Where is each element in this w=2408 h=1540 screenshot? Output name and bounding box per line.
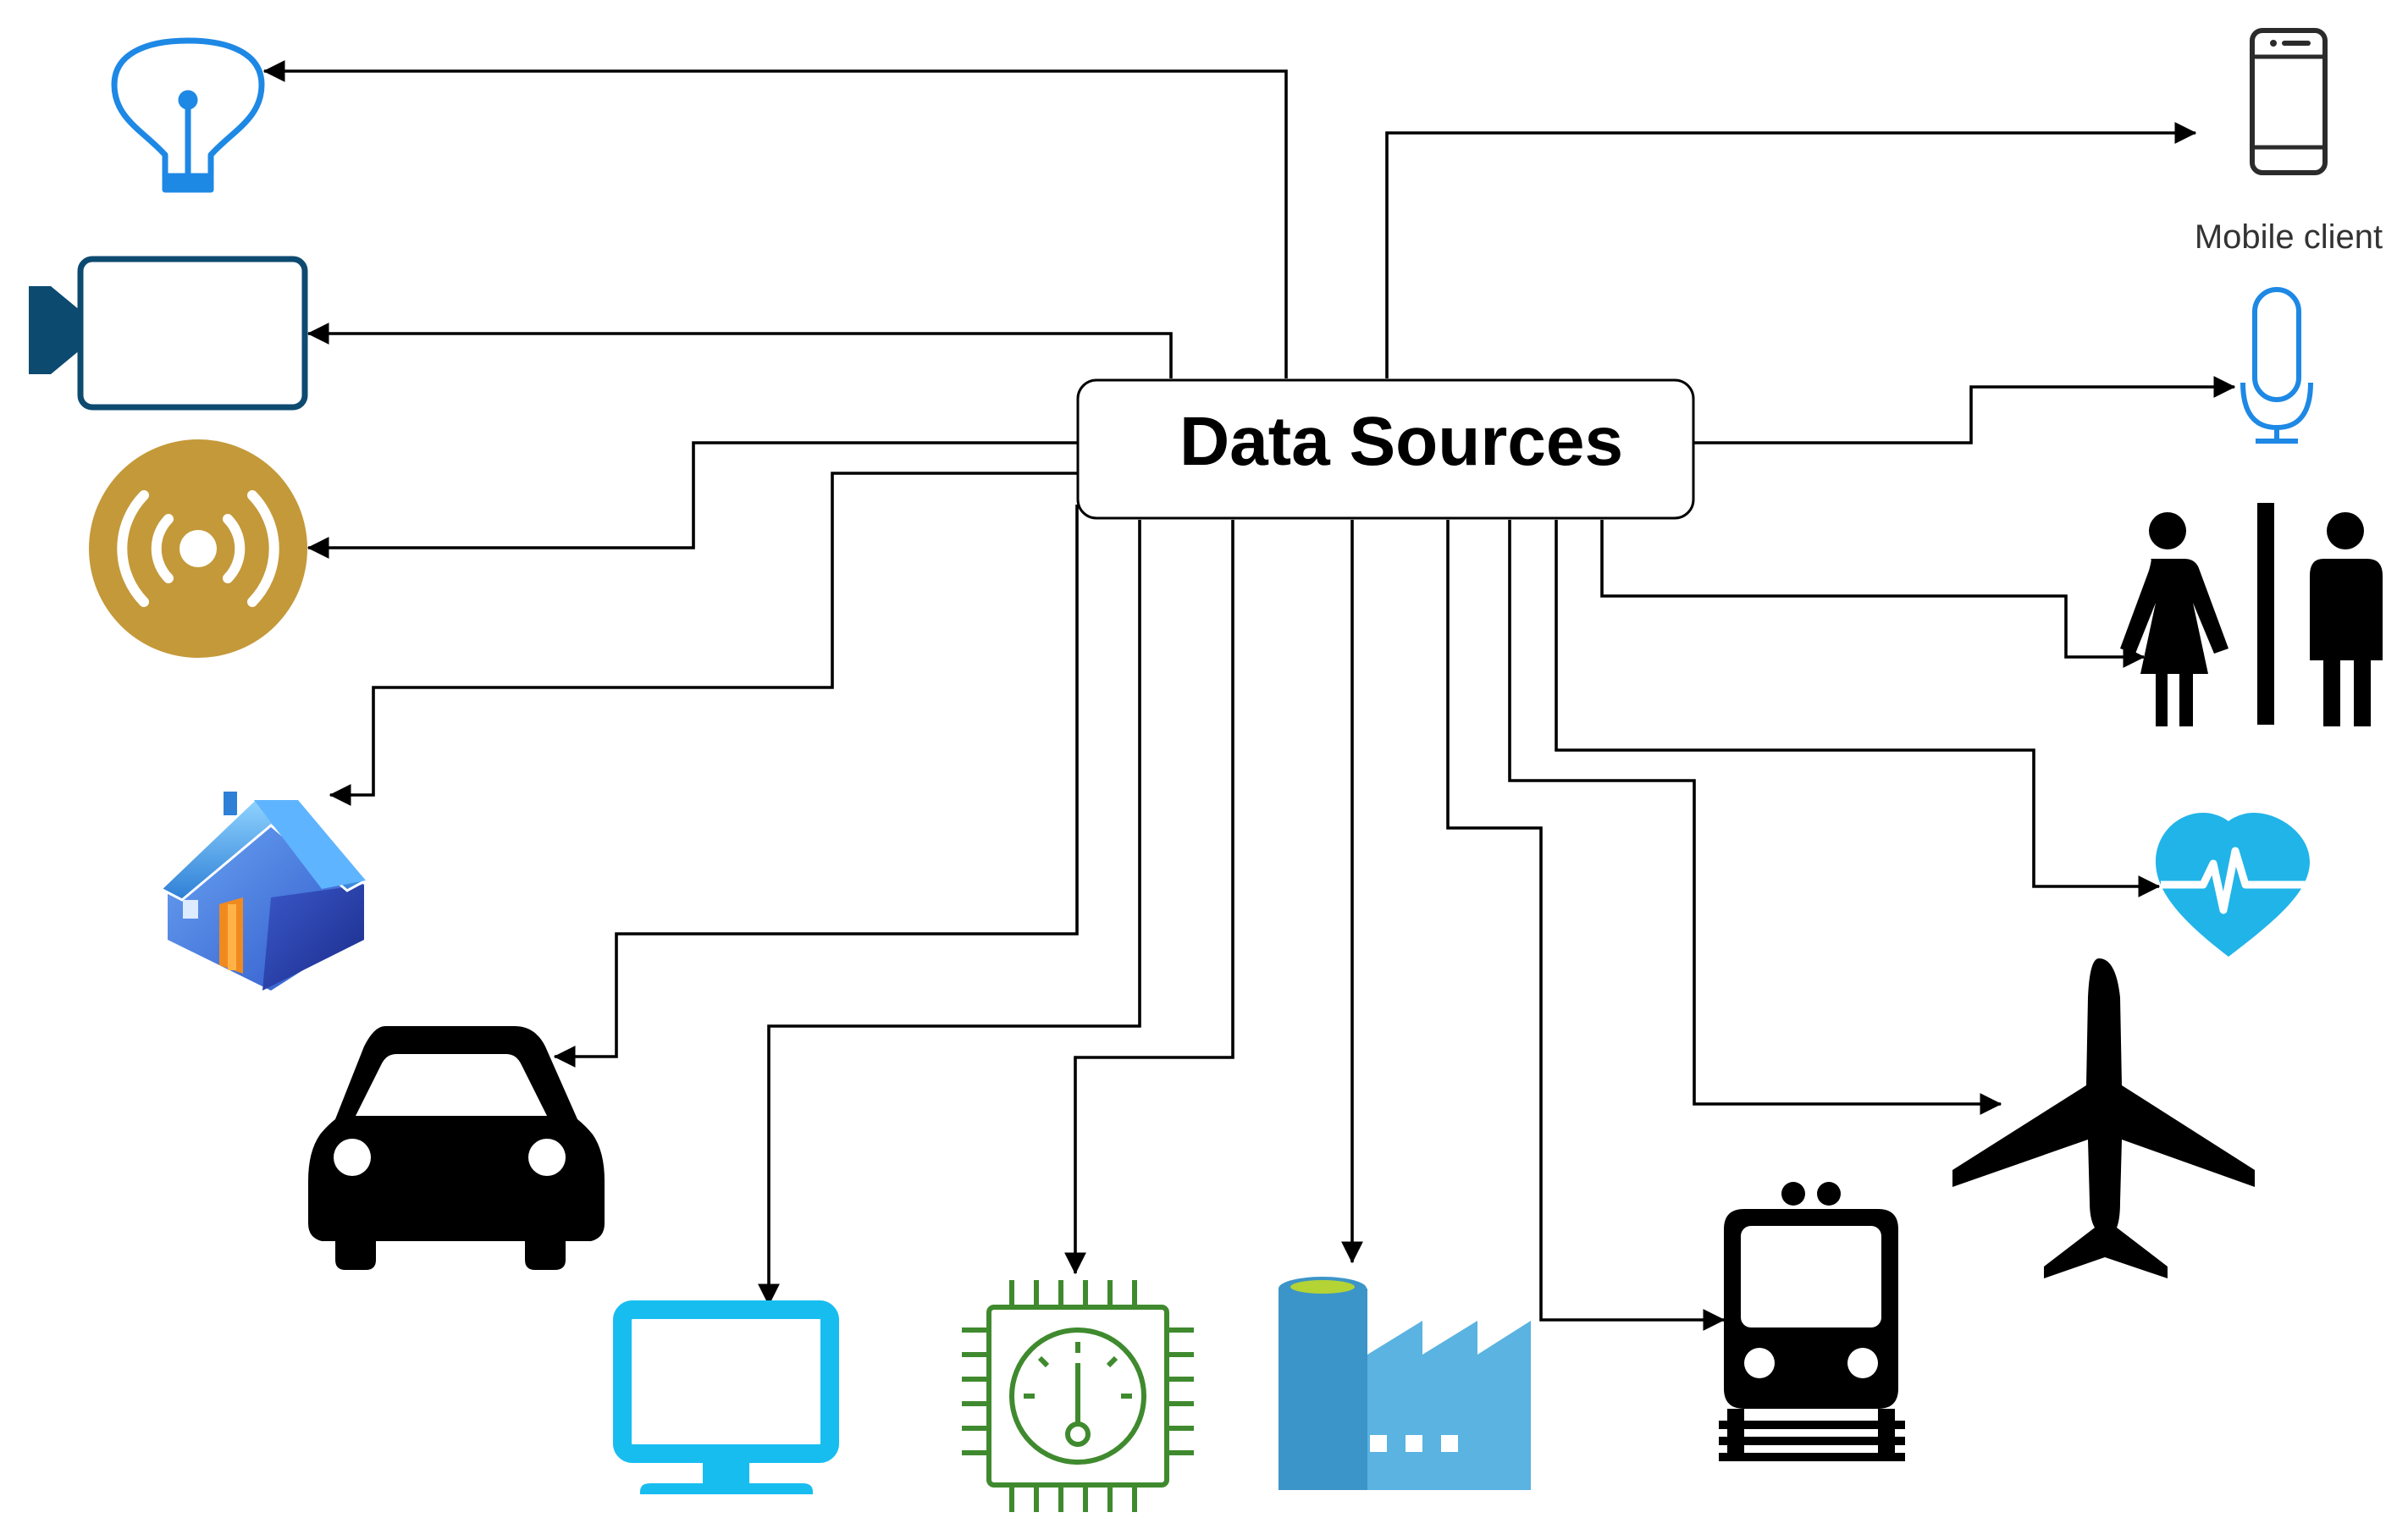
- radio-signal-icon: [89, 439, 307, 658]
- monitor-icon: [613, 1300, 839, 1494]
- connector-plane: [1508, 520, 2002, 1115]
- connector-mobile: [1385, 122, 2197, 378]
- connector-sensor: [307, 441, 1077, 559]
- smart-home-icon: [158, 792, 368, 991]
- train-icon: [1719, 1182, 1905, 1461]
- car-icon: [308, 1026, 605, 1270]
- factory-icon: [1279, 1277, 1531, 1490]
- connector-bulb: [262, 60, 1288, 378]
- connector-home: [329, 472, 1077, 806]
- lightbulb-icon: [111, 37, 265, 193]
- microphone-icon: [2240, 287, 2313, 444]
- connector-mic: [1694, 376, 2236, 444]
- hub-label: Data Sources: [1179, 403, 1623, 480]
- restroom-icon: [2120, 503, 2383, 726]
- connector-car: [553, 505, 1079, 1068]
- chip-gauge-icon: [962, 1280, 1194, 1512]
- mobile-client-label: Mobile client: [2195, 218, 2383, 256]
- hub-box: [1076, 378, 1695, 520]
- connector-train: [1446, 520, 1726, 1331]
- connector-camera: [307, 323, 1173, 378]
- airplane-icon: [1952, 958, 2255, 1278]
- connector-monitor: [758, 520, 1141, 1306]
- connectors: [262, 60, 2236, 1331]
- connector-chip: [1064, 520, 1234, 1275]
- connector-health: [1555, 520, 2161, 897]
- video-camera-icon: [29, 256, 308, 411]
- connector-restroom: [1600, 520, 2146, 668]
- heart-rate-icon: [2156, 813, 2310, 957]
- data-sources-hub: Data Sources: [1076, 378, 1695, 520]
- mobile-phone-icon: [2250, 28, 2328, 175]
